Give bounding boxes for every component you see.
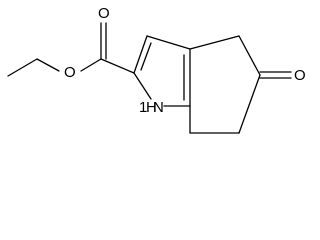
- bond-c2-c3: [133, 35, 148, 74]
- bond-c2-n: [133, 72, 152, 100]
- atom-nh-hydrogen: H: [146, 99, 157, 116]
- structure-canvas: O O O 1 H N: [7, 5, 306, 134]
- atom-carbonyl-oxygen: O: [98, 5, 110, 22]
- bond-carbonyl-c2: [100, 58, 135, 74]
- bond-c3a-c4: [189, 35, 240, 50]
- bond-c2-c3-inner: [140, 42, 152, 71]
- bond-c5-c6: [238, 74, 261, 134]
- atom-nh-locant: 1: [139, 99, 147, 116]
- atom-nitrogen: N: [153, 99, 164, 116]
- bond-c3-c3a: [146, 35, 191, 50]
- bond-ch2-o: [36, 58, 60, 72]
- bond-o-carbonyl: [80, 58, 102, 72]
- atom-ester-oxygen: O: [64, 64, 76, 81]
- bonds: [7, 22, 292, 134]
- bond-c4-c5: [238, 35, 261, 76]
- molecule-diagram: O O O 1 H N: [7, 5, 306, 134]
- atom-ketone-oxygen: O: [294, 67, 306, 84]
- bond-ch3-ch2: [7, 58, 38, 77]
